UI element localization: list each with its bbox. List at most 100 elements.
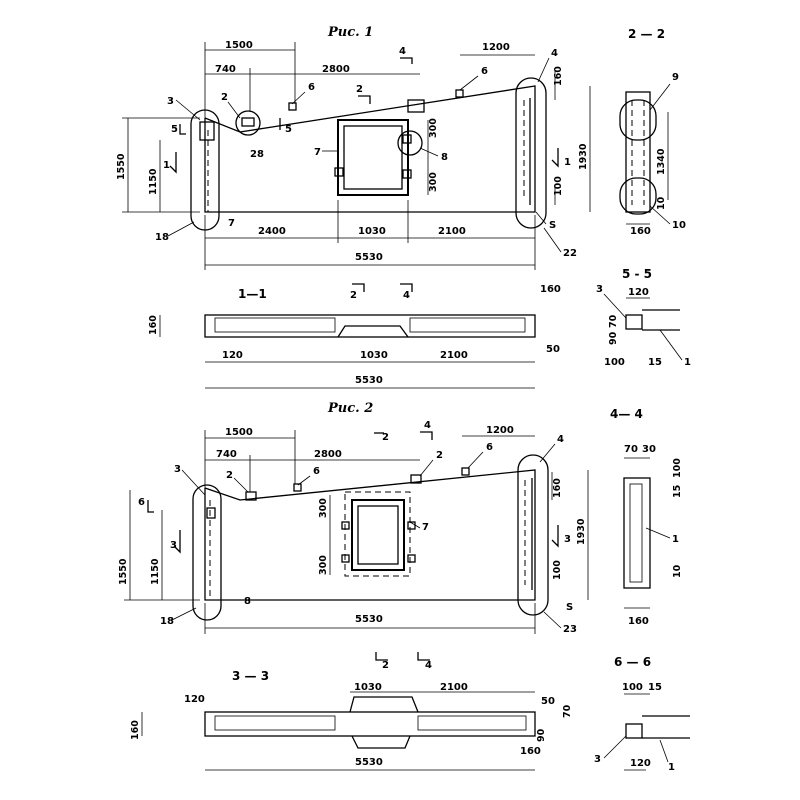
callout-number: 3 <box>167 96 174 107</box>
leader-line <box>167 221 195 237</box>
callout-number: 4 <box>551 48 558 59</box>
dim-label: 50 <box>541 696 555 707</box>
cut-mark-label: 2 <box>350 290 357 301</box>
dim-label: 100 <box>622 682 643 693</box>
callout-number: 6 <box>486 442 493 453</box>
dim-label: 100 <box>553 176 564 196</box>
dim-label: 120 <box>630 758 651 769</box>
callout-number: 10 <box>672 220 686 231</box>
dim-label: 15 <box>648 357 662 368</box>
fig1-embed-part <box>334 167 344 177</box>
fig2-embed-part <box>341 554 350 563</box>
dim-label: 2100 <box>440 350 468 361</box>
cut-mark-label: 2 <box>382 432 389 443</box>
dim-label: 1340 <box>656 148 667 175</box>
callout-number: 8 <box>441 152 448 163</box>
figure-2: Рис. 2 1500 740 <box>118 401 589 635</box>
callout-number: 2 <box>221 92 228 103</box>
section-void <box>214 317 336 333</box>
cut-mark-label: 4 <box>425 660 432 671</box>
fig1-top-embed <box>241 117 255 127</box>
section-void <box>629 483 643 583</box>
section-void <box>214 715 336 731</box>
section-void <box>417 715 527 731</box>
fig1-left-embed <box>199 121 215 141</box>
dim-label: 90 <box>536 728 547 742</box>
dim-label: 300 <box>428 172 439 192</box>
callout-number: 23 <box>563 624 577 635</box>
callout-number: 4 <box>557 434 564 445</box>
fig1-window-outer <box>337 119 409 196</box>
dim-label: 1200 <box>482 42 510 53</box>
cut-mark <box>400 57 413 64</box>
leader-line <box>537 57 550 83</box>
dim-label: 120 <box>628 287 649 298</box>
fig1-right-column-highlight <box>515 77 547 229</box>
leader-line <box>543 611 562 629</box>
section-1-1: 1—1 160 120 1030 2100 5530 160 50 2 4 <box>148 283 561 389</box>
leader-line <box>645 527 671 539</box>
cut-mark-label: 3 <box>170 540 177 551</box>
cut-mark <box>179 124 186 135</box>
callout-number: S <box>566 602 573 613</box>
detail-highlight <box>619 99 657 141</box>
callout-number: 1 <box>668 762 675 773</box>
leader-line <box>649 205 671 225</box>
cut-mark <box>147 500 154 513</box>
cut-mark <box>352 283 365 292</box>
section-title: 3 — 3 <box>232 669 269 683</box>
fig2-window-frame-dashed <box>344 491 411 577</box>
callout-number: 3 <box>596 284 603 295</box>
leader-line <box>409 521 421 529</box>
section-title: 5 - 5 <box>622 267 652 281</box>
dim-label: 2400 <box>258 226 286 237</box>
fig2-top-embed <box>293 483 302 492</box>
callout-number: 22 <box>563 248 577 259</box>
dim-label: 70 <box>562 704 573 718</box>
leader-line <box>181 469 206 496</box>
leader-line <box>419 459 434 477</box>
section-embed <box>625 314 643 330</box>
dim-label: 1150 <box>150 558 161 585</box>
dim-label: 10 <box>672 564 683 578</box>
section-2-2: 2 — 2 1340 160 10 9 10 <box>619 27 686 237</box>
dim-label: 160 <box>540 284 561 295</box>
fig2-left-column-highlight <box>192 484 222 621</box>
dim-label: 5530 <box>355 375 383 386</box>
callout-number: 1 <box>672 534 679 545</box>
leader-line <box>175 99 201 121</box>
section-4-4: 4— 4 70 30 100 15 10 160 1 <box>610 407 683 627</box>
fig2-top-embed <box>410 474 422 484</box>
dim-label: 120 <box>222 350 243 361</box>
dim-label: 160 <box>628 616 649 627</box>
dim-label: 70 <box>608 314 619 328</box>
callout-number: 8 <box>244 596 251 607</box>
callout-number: 18 <box>160 616 174 627</box>
cut-mark-label: 1 <box>564 157 571 168</box>
section-outline <box>204 711 536 737</box>
section-outline <box>623 477 651 589</box>
fig2-embed-part <box>407 554 416 563</box>
callout-number: 2 <box>436 450 443 461</box>
dim-label: 740 <box>216 449 237 460</box>
leader-line <box>419 147 439 157</box>
cut-mark-label: 6 <box>138 497 145 508</box>
section-title: 4— 4 <box>610 407 643 421</box>
fig1-window-inner <box>343 125 403 190</box>
cut-mark-label: 2 <box>356 84 363 95</box>
section-title: 2 — 2 <box>628 27 665 41</box>
dim-label: 100 <box>672 458 683 478</box>
dim-label: 2800 <box>322 64 350 75</box>
leader-line <box>233 477 249 493</box>
leader-line <box>603 293 627 319</box>
dim-label: 300 <box>318 555 329 575</box>
cut-mark <box>417 652 430 661</box>
callout-number: 6 <box>308 82 315 93</box>
callout-number: 7 <box>228 218 235 229</box>
dim-label: 10 <box>656 196 667 210</box>
dim-label: 15 <box>648 682 662 693</box>
dim-label: 1200 <box>486 425 514 436</box>
fig2-top-embed <box>245 491 257 501</box>
fig1-detail-circle <box>397 130 423 156</box>
